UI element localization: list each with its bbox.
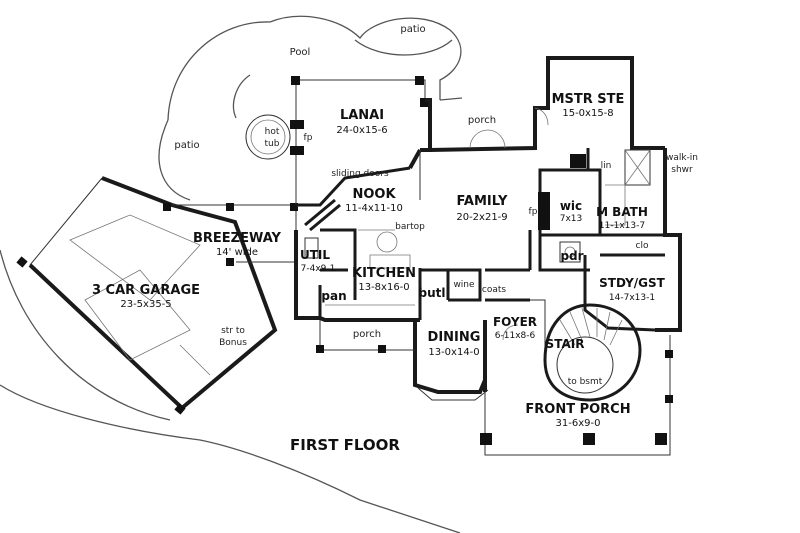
label-tub: tub — [265, 139, 280, 149]
label-hot: hot — [265, 127, 280, 137]
room-name-dining: DINING — [428, 330, 481, 345]
room-dims-util: 7-4x9-1 — [301, 264, 336, 274]
label-pdr: pdr — [560, 249, 583, 263]
lanai-structure — [290, 76, 429, 207]
main-walls — [294, 56, 682, 394]
label-clo: clo — [636, 241, 649, 251]
label-bartop: bartop — [395, 222, 425, 232]
room-name-wic: wic — [560, 199, 582, 213]
room-dims-m-bath: 11-1x13-7 — [599, 221, 645, 231]
room-name-breezeway: BREEZEWAY — [193, 231, 282, 246]
label-wine: wine — [453, 280, 475, 290]
garage-structure — [16, 176, 278, 415]
room-dims-lanai: 24-0x15-6 — [336, 125, 387, 136]
label-lin: lin — [601, 161, 612, 171]
master-details — [559, 149, 651, 263]
room-dims-foyer: 6-11x8-6 — [495, 331, 536, 341]
room-name-foyer: FOYER — [493, 315, 537, 329]
room-name-nook: NOOK — [352, 187, 396, 202]
room-name-kitchen: KITCHEN — [352, 266, 416, 281]
bottom-porch-structure — [316, 320, 415, 353]
room-name-stdy-gst: STDY/GST — [599, 276, 665, 290]
room-name-front-porch: FRONT PORCH — [525, 402, 630, 417]
room-dims-family: 20-2x21-9 — [456, 212, 507, 223]
plan-title: FIRST FLOOR — [290, 436, 400, 454]
label-bonus: Bonus — [219, 338, 247, 348]
kitchen-details — [304, 198, 415, 306]
minor-labels: Pool patio patio hot tub fp porch slidin… — [174, 24, 698, 387]
stair-structure — [543, 303, 642, 402]
label-str-to: str to — [221, 326, 245, 336]
label-stair: STAIR — [546, 337, 585, 351]
front-porch-structure — [480, 335, 673, 456]
label-shwr: shwr — [671, 165, 693, 175]
label-sliding-doors: sliding doors — [331, 169, 389, 179]
room-name-lanai: LANAI — [340, 108, 384, 123]
label-fp-lanai: fp — [304, 133, 313, 143]
door-swings — [469, 107, 549, 341]
room-dims-wic: 7x13 — [560, 214, 583, 224]
room-dims-breezeway: 14' wide — [216, 247, 258, 258]
room-dims-front-porch: 31-6x9-0 — [556, 418, 601, 429]
room-labels: LANAI 24-0x15-6 MSTR STE 15-0x15-8 NOOK … — [92, 92, 666, 429]
label-coats: coats — [482, 285, 506, 295]
room-name-util: UTIL — [300, 248, 330, 262]
label-patio-top: patio — [400, 24, 425, 35]
room-dims-garage: 23-5x35-5 — [120, 299, 171, 310]
landscape-outlines — [0, 15, 463, 533]
label-walk-in: walk-in — [666, 153, 698, 163]
label-porch-top: porch — [468, 115, 496, 126]
label-fp-family: fp — [529, 207, 538, 217]
label-patio-left: patio — [174, 140, 199, 151]
room-dims-stdy-gst: 14-7x13-1 — [609, 293, 655, 303]
label-to-bsmt: to bsmt — [568, 377, 603, 387]
label-pan: pan — [321, 289, 346, 303]
room-dims-kitchen: 13-8x16-0 — [358, 282, 409, 293]
room-dims-nook: 11-4x11-10 — [345, 203, 403, 214]
room-name-mstr-ste: MSTR STE — [552, 92, 625, 107]
hot-tub — [245, 114, 291, 160]
room-dims-dining: 13-0x14-0 — [428, 347, 479, 358]
label-butl: butl — [419, 286, 446, 300]
label-porch-bottom: porch — [353, 329, 381, 340]
room-name-m-bath: M BATH — [596, 205, 648, 219]
label-pool: Pool — [290, 47, 311, 58]
room-name-family: FAMILY — [457, 194, 508, 209]
dining-bay — [417, 387, 489, 401]
room-name-garage: 3 CAR GARAGE — [92, 283, 200, 298]
room-dims-mstr-ste: 15-0x15-8 — [562, 108, 613, 119]
